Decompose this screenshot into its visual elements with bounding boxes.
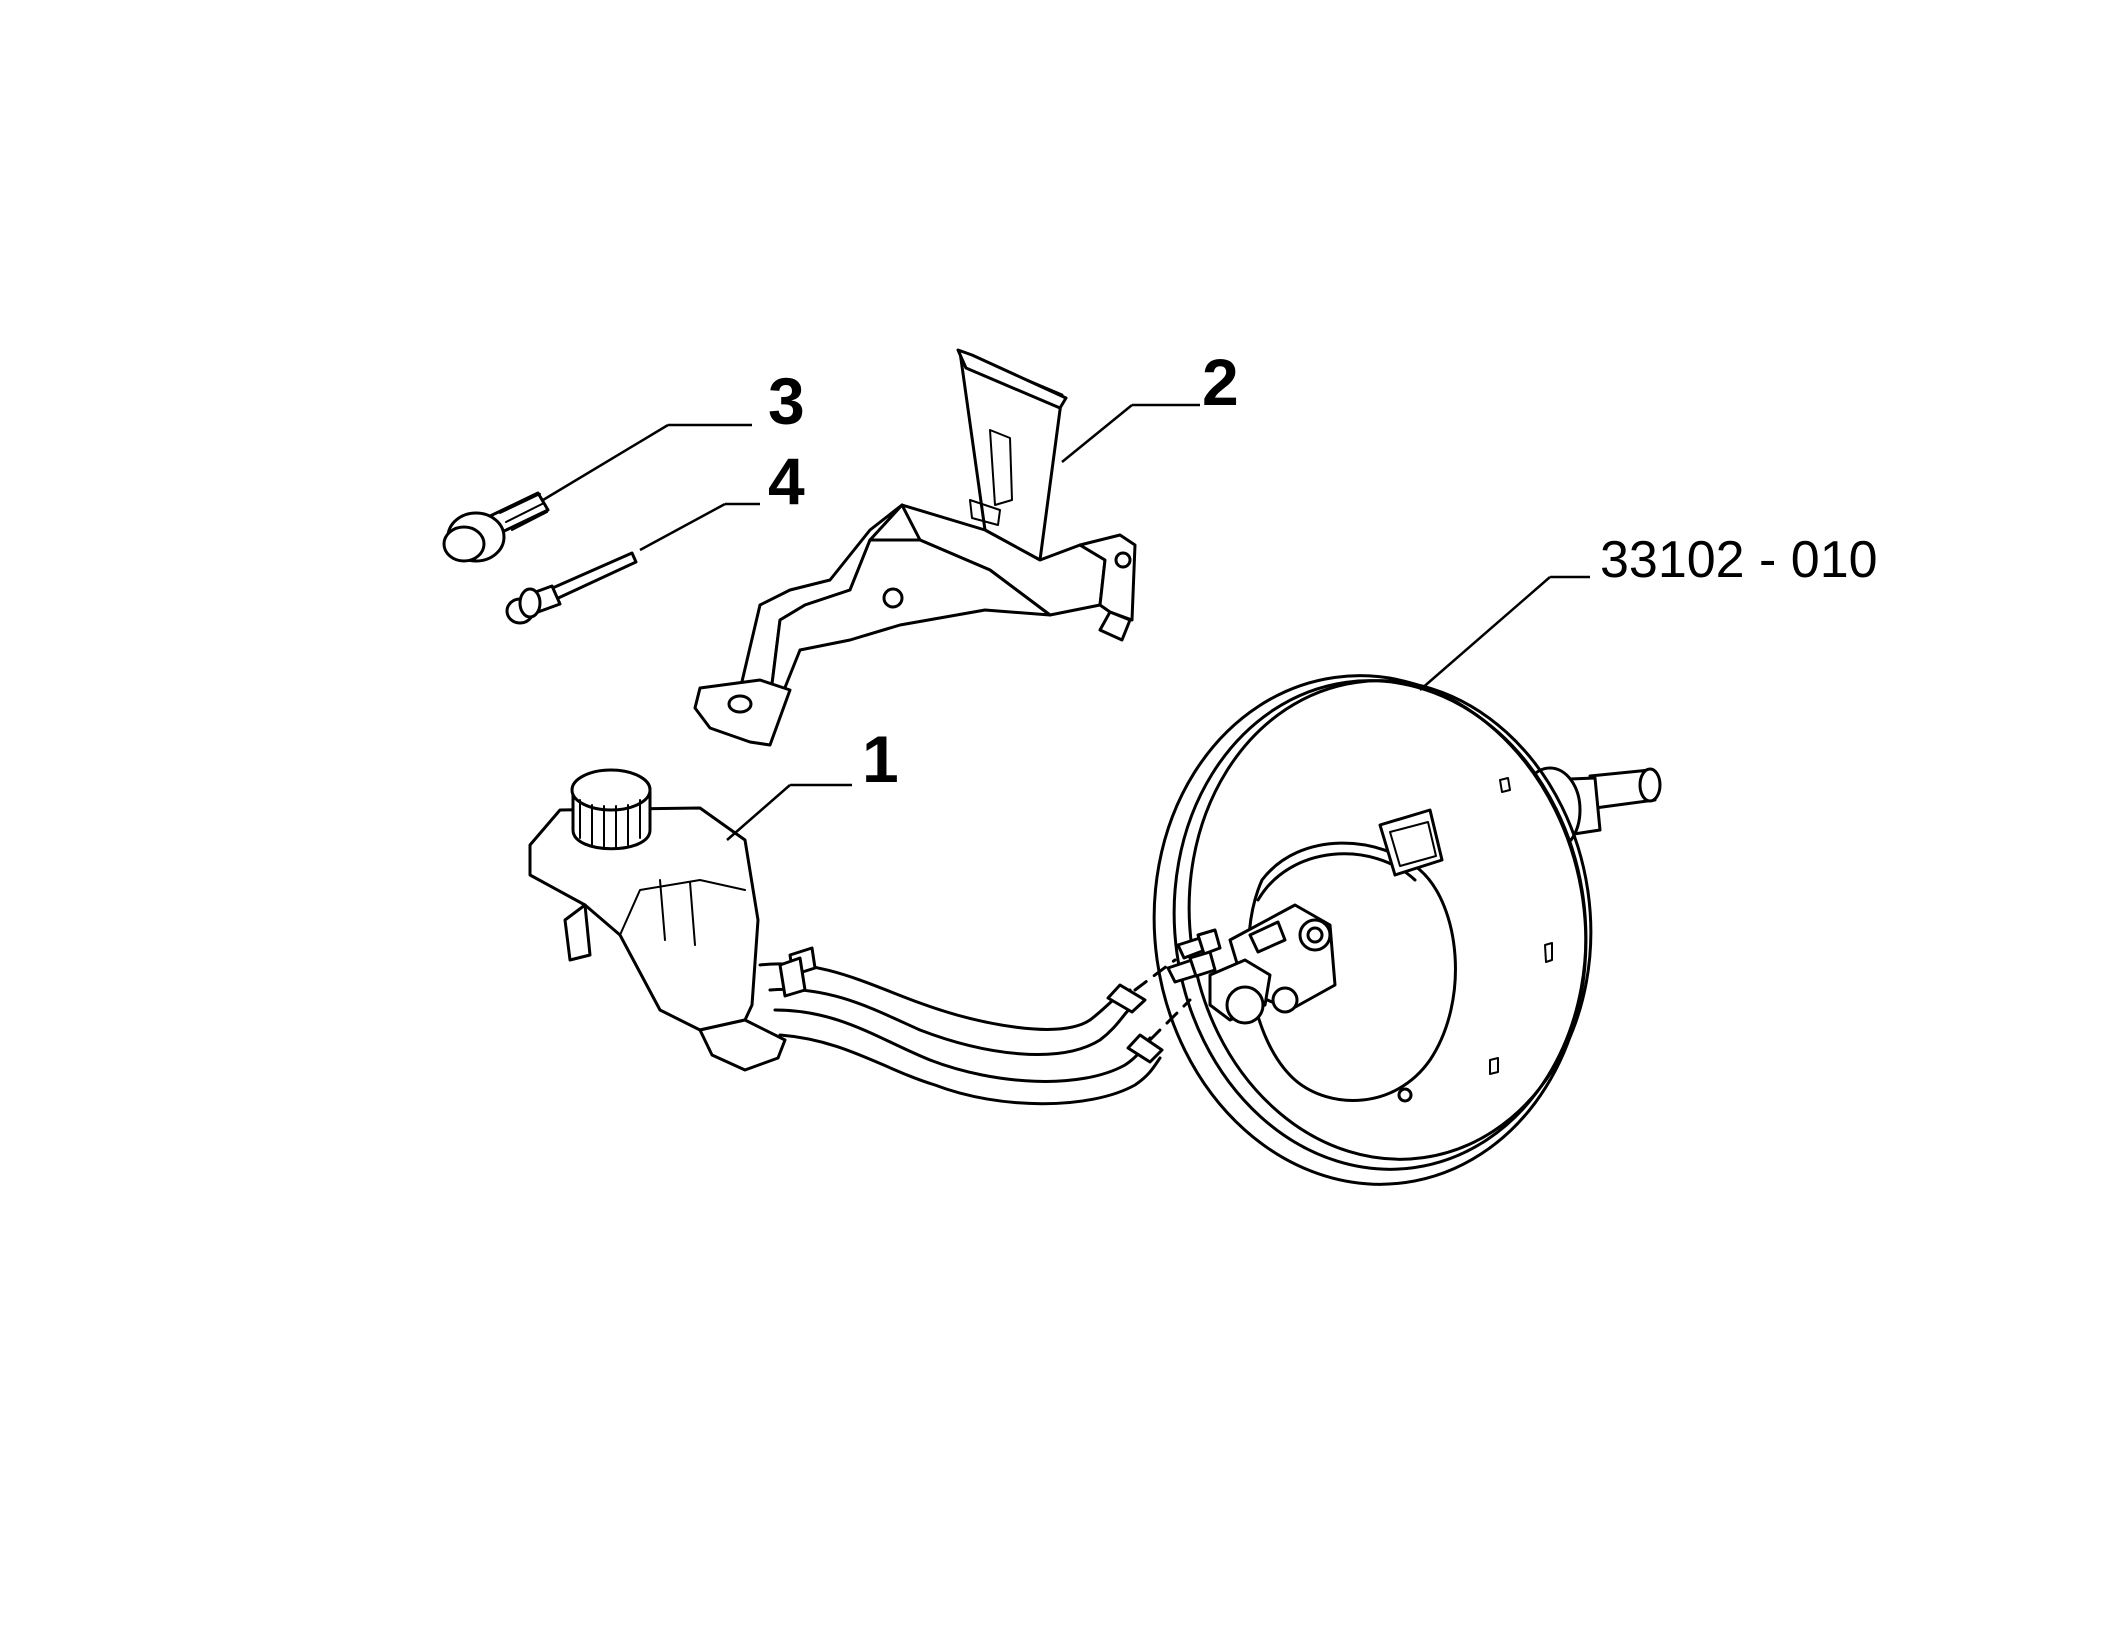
bolt-part-3 xyxy=(442,491,550,563)
leader-lines xyxy=(542,403,1590,841)
rivet-part-4 xyxy=(505,551,638,625)
leader-booster xyxy=(1419,576,1551,691)
leader-part-1 xyxy=(726,784,791,841)
callout-part-2: 2 xyxy=(1202,345,1239,419)
reference-code: 33102 - 010 xyxy=(1600,531,1878,589)
callout-part-4: 4 xyxy=(768,444,805,518)
leader-part-3 xyxy=(542,423,669,502)
reservoir-part-1 xyxy=(528,768,1164,1106)
leader-part-4 xyxy=(639,502,726,552)
leader-part-2 xyxy=(1061,404,1133,463)
bracket-part-2 xyxy=(693,348,1137,747)
callout-part-1: 1 xyxy=(862,722,899,796)
callout-part-3: 3 xyxy=(768,364,805,438)
brake-booster xyxy=(1133,674,1662,1186)
